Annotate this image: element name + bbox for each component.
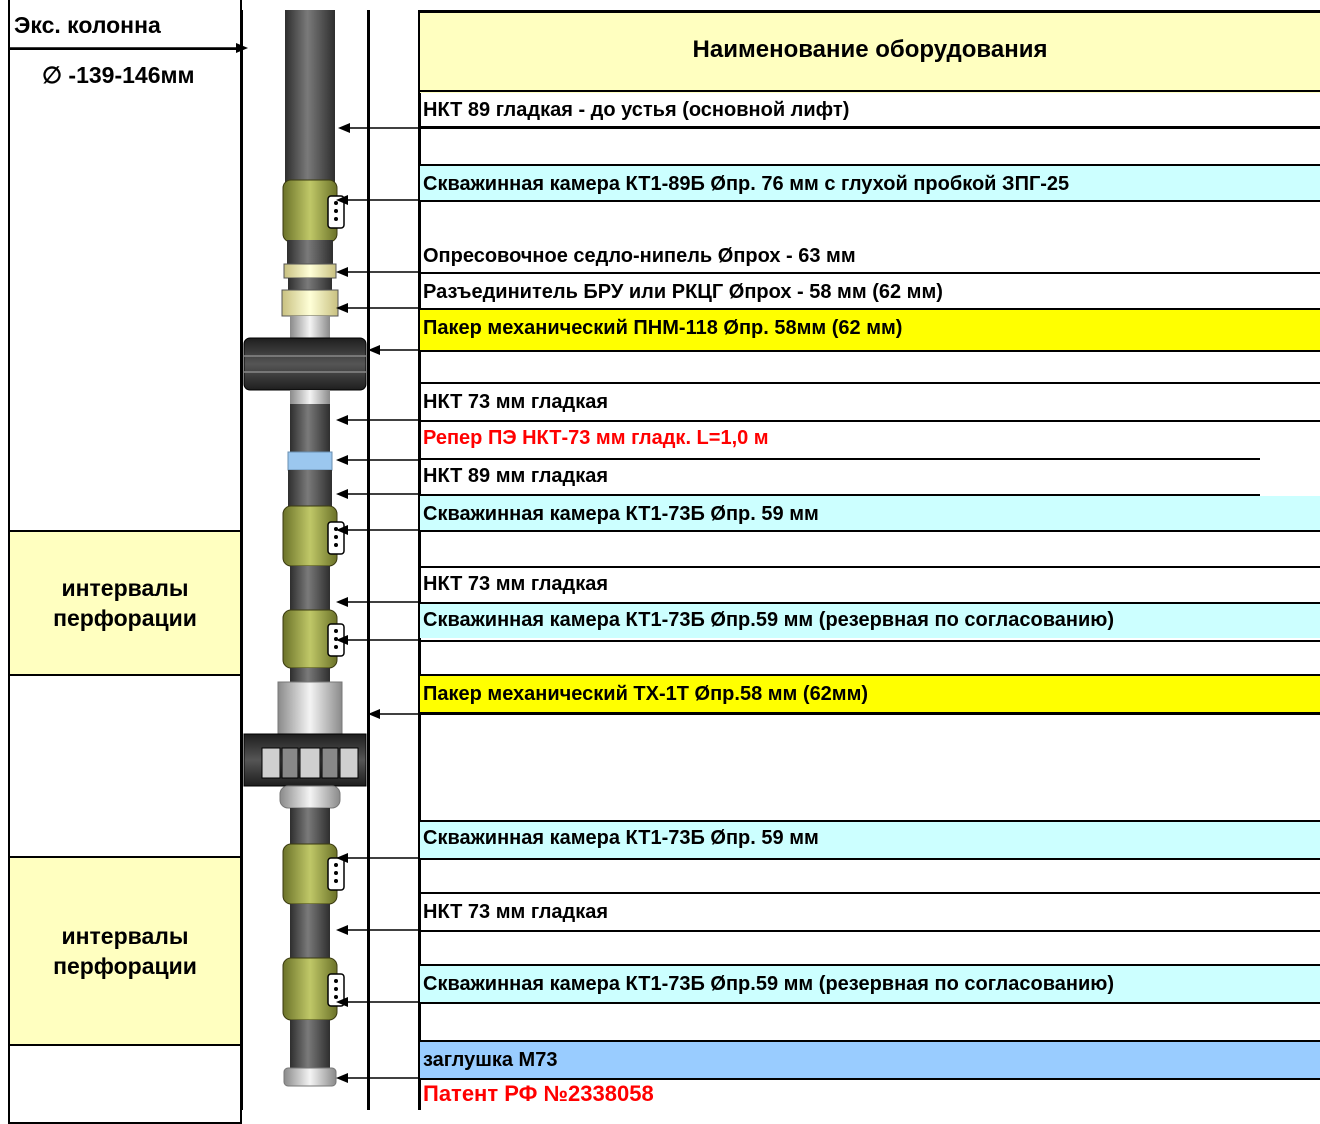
row-line [420,602,1320,604]
packer-tx-1t-body [277,681,343,735]
camera-row-band [420,604,1320,638]
packer-pnm-mandrel [290,316,330,338]
equipment-label: Скважинная камера КТ1-73Б Øпр.59 мм (рез… [423,609,1114,631]
casing-divider [8,48,242,50]
row-line [420,1002,1320,1004]
row-line [420,90,1320,92]
pointer-arrows [346,127,420,1079]
equipment-label: НКТ 73 мм гладкая [423,901,609,923]
row-line [420,858,1320,860]
row-line [420,272,1320,274]
equipment-label: Скважинная камера КТ1-73Б Øпр. 59 мм [423,503,819,525]
packer-tx-1t-lower [279,785,341,809]
patent-label: Патент РФ №2338058 [423,1081,654,1106]
packer-pnm-mandrel [290,390,330,404]
camera-row-band [420,822,1320,858]
equipment-label: НКТ 73 мм гладкая [423,391,609,413]
casing-wall-right [367,10,370,1110]
table-header-cell [420,10,1320,93]
equipment-label: Пакер механический ПНМ-118 Øпр. 58мм (62… [423,317,903,339]
equipment-label: Разъединитель БРУ или РКЦГ Øпрох - 58 мм… [423,281,943,303]
table-header: Наименование оборудования [692,36,1048,63]
casing-diameter: ∅ -139-146мм [42,62,195,88]
tubing-89-upper [285,10,335,182]
row-line [420,530,1320,532]
perforation-label-line1: интервалы [61,923,189,949]
casing-wall-left [240,10,243,1110]
tubing-73 [290,1020,330,1070]
camera-row-band [420,166,1320,200]
tubing-73 [290,904,330,960]
equipment-label: НКТ 73 мм гладкая [423,573,609,595]
row-line [420,126,1320,129]
perforation-label-line2: перфорации [53,953,197,979]
equipment-label-marker: Репер ПЭ НКТ-73 мм гладк. L=1,0 м [423,427,769,449]
row-line [420,458,1260,460]
plug-m73 [283,1067,337,1087]
row-line [420,164,1320,166]
seat-nipple [283,263,337,279]
equipment-label: НКТ 89 гладкая - до устья (основной лифт… [423,99,850,121]
casing-label-box: Экс. колонна ∅ -139-146мм [8,0,242,532]
row-line [420,930,1320,932]
row-line [420,712,1320,715]
perforation-label-line1: интервалы [61,575,189,601]
row-line [420,566,1320,568]
row-line [420,820,1320,822]
row-line [420,1040,1320,1042]
equipment-label: Скважинная камера КТ1-89Б Øпр. 76 мм с г… [423,173,1070,195]
row-line [420,308,1320,310]
plug-row-band [420,1042,1320,1078]
well-string-diagram [8,10,420,1087]
disconnector [281,289,339,317]
equipment-label: Опресовочное седло-нипель Øпрох - 63 мм [423,245,856,267]
row-line [420,674,1320,676]
row-line [420,420,1320,422]
packer-pnm-118 [243,337,367,391]
equipment-label: НКТ 89 мм гладкая [423,465,609,487]
marker-pe [287,451,333,471]
tubing-73 [290,668,330,682]
perforation-label-line2: перфорации [53,605,197,631]
packer-row-band [420,310,1320,350]
row-line [420,964,1320,966]
packer-row-band [420,676,1320,712]
camera-row-band [420,496,1320,530]
tubing-73 [290,566,330,612]
row-line [420,350,1320,352]
row-line [420,892,1320,894]
tubing-73 [290,808,330,848]
tubing-73 [290,404,330,452]
pointer-arrowheads [336,123,380,1083]
row-line [420,382,1320,384]
row-line [420,494,1260,496]
row-line [420,1078,1320,1080]
tubing-section [288,278,332,290]
equipment-label: Пакер механический ТХ-1Т Øпр.58 мм (62мм… [423,683,869,705]
casing-title: Экс. колонна [14,12,161,38]
camera-row-band [420,966,1320,1002]
equipment-label: Скважинная камера КТ1-73Б Øпр.59 мм (рез… [423,973,1114,995]
table-border-left [418,10,421,1110]
equipment-label: Скважинная камера КТ1-73Б Øпр. 59 мм [423,827,819,849]
row-line [420,200,1320,202]
tubing-section [287,240,333,264]
row-line [420,640,1320,642]
equipment-label: заглушка М73 [423,1049,558,1071]
tubing-89 [288,470,332,508]
